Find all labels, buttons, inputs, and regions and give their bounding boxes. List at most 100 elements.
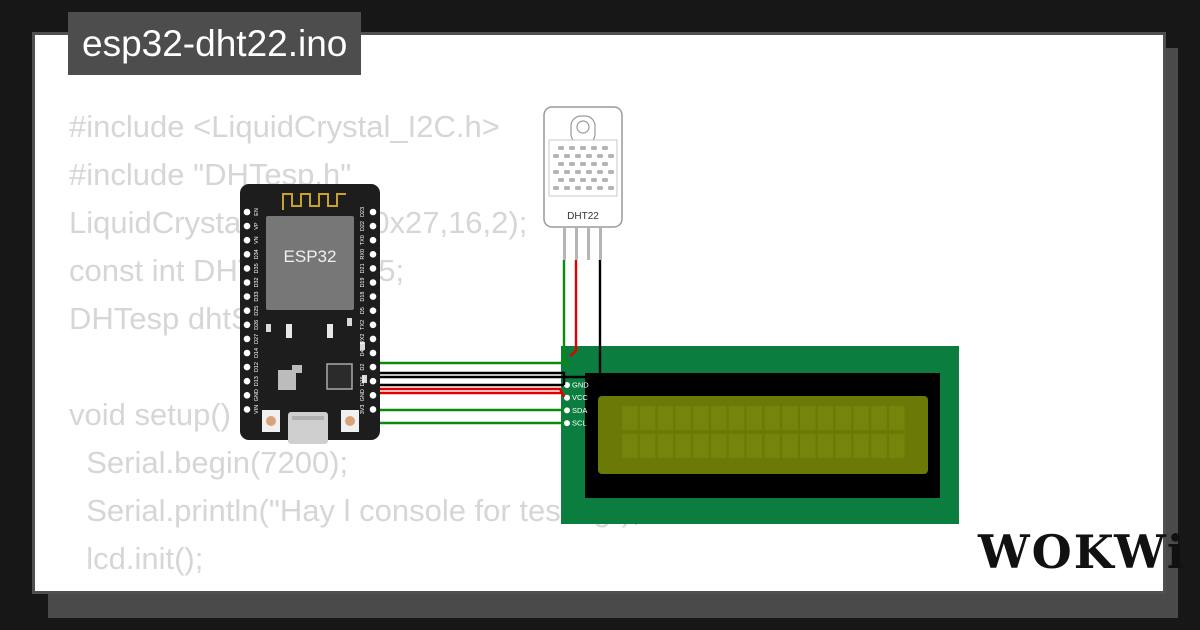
lcd-pin-gnd[interactable] xyxy=(564,382,570,388)
lcd-char-cell xyxy=(764,434,780,458)
esp32-pin-left[interactable] xyxy=(243,265,251,272)
lcd-char-cell xyxy=(746,406,763,430)
lcd-pin-vcc[interactable] xyxy=(564,394,570,401)
lcd-char-cell xyxy=(675,406,691,430)
esp32-pin-left[interactable] xyxy=(243,349,251,357)
esp32-pin-label: D19 xyxy=(360,277,366,287)
dht22-vent xyxy=(602,162,608,166)
lcd-char-cell xyxy=(835,434,852,458)
dht22-vent xyxy=(580,162,586,166)
esp32-pin-right[interactable] xyxy=(369,392,377,399)
lcd-char-cell xyxy=(817,434,834,458)
esp32-board[interactable]: ESP32 ENVPVND34D35D32D33D25D26D27D14D12D… xyxy=(240,184,380,444)
esp32-pin-left[interactable] xyxy=(243,377,251,385)
lcd-char-cell xyxy=(800,406,816,430)
esp32-pin-right[interactable] xyxy=(369,279,377,286)
esp32-pin-label: D14 xyxy=(254,348,260,358)
esp32-pin-left[interactable] xyxy=(243,236,251,244)
dht22-vent xyxy=(580,178,586,182)
esp32-pin-right[interactable] xyxy=(369,349,377,357)
esp32-pin-left[interactable] xyxy=(243,293,251,300)
lcd-char-cell xyxy=(782,434,798,458)
esp32-pin-right[interactable] xyxy=(369,222,377,230)
esp32-pin-right[interactable] xyxy=(369,335,377,343)
esp32-pin-label: D27 xyxy=(254,334,260,344)
smd-component xyxy=(347,318,352,326)
dht22-vent xyxy=(553,154,559,158)
esp32-pin-left[interactable] xyxy=(243,222,251,230)
lcd-pin-sda[interactable] xyxy=(564,407,570,414)
dht22-vent xyxy=(597,154,603,158)
esp32-pin-label: EN xyxy=(254,208,260,216)
dht22-vent xyxy=(575,170,581,174)
wokwi-logo: WOKWi xyxy=(978,525,1187,579)
wire-esp-gnd xyxy=(374,371,566,385)
lcd-char-cell xyxy=(871,434,887,458)
esp32-pin-label: D2 xyxy=(360,364,366,371)
dht22-sensor[interactable]: DHT22 xyxy=(543,106,623,260)
smd-component xyxy=(362,375,367,383)
esp32-pin-right[interactable] xyxy=(369,208,377,216)
smd-component xyxy=(266,324,271,332)
lcd-char-cell xyxy=(764,406,780,430)
esp32-pin-label: D33 xyxy=(254,292,260,302)
esp32-pin-right[interactable] xyxy=(369,307,377,315)
lcd-pin-label: SCL xyxy=(572,419,587,428)
lcd-char-cell xyxy=(871,406,887,430)
lcd-pin-scl[interactable] xyxy=(564,420,570,427)
code-line: Serial.begin(7200); xyxy=(69,445,349,480)
esp32-pin-right[interactable] xyxy=(369,321,377,329)
dht22-vent xyxy=(558,178,564,182)
dht22-vent xyxy=(558,162,564,166)
lcd-char-cell xyxy=(746,434,763,458)
esp32-pin-left[interactable] xyxy=(243,321,251,329)
esp32-pin-left[interactable] xyxy=(243,392,251,399)
lcd-char-cell xyxy=(782,406,798,430)
esp32-pin-label: GND xyxy=(360,389,366,401)
esp32-pin-right[interactable] xyxy=(369,377,377,385)
lcd-pin-label: VCC xyxy=(572,393,588,402)
lcd-char-cell xyxy=(728,434,745,458)
esp32-pin-label: D35 xyxy=(254,263,260,273)
esp32-pin-right[interactable] xyxy=(369,363,377,371)
code-line: lcd.init(); xyxy=(69,541,204,576)
esp32-pin-right[interactable] xyxy=(369,251,377,258)
esp32-pin-right[interactable] xyxy=(369,236,377,244)
lcd-char-cell xyxy=(622,434,638,458)
esp32-pin-left[interactable] xyxy=(243,335,251,343)
esp32-pin-label: GND xyxy=(254,389,260,401)
esp32-pin-left[interactable] xyxy=(243,279,251,286)
lcd-char-cell xyxy=(693,434,709,458)
esp32-pin-right[interactable] xyxy=(369,406,377,413)
esp32-pin-label: D25 xyxy=(254,306,260,316)
esp32-pin-left[interactable] xyxy=(243,406,251,413)
dht22-vent xyxy=(575,186,581,190)
esp32-pin-right[interactable] xyxy=(369,293,377,300)
lcd-char-cell xyxy=(675,434,691,458)
dht22-vent xyxy=(564,170,570,174)
esp32-pin-label: D26 xyxy=(254,320,260,330)
dht22-vent xyxy=(569,178,575,182)
lcd-char-cell xyxy=(639,434,656,458)
wires xyxy=(370,260,602,425)
lcd-pin-label: SDA xyxy=(572,406,587,415)
dht22-vent xyxy=(608,186,614,190)
lcd-char-cell xyxy=(622,406,638,430)
esp32-pin-left[interactable] xyxy=(243,251,251,258)
lcd-char-cell xyxy=(889,406,905,430)
esp32-pin-right[interactable] xyxy=(369,265,377,272)
dht22-vent xyxy=(564,154,570,158)
dht22-label: DHT22 xyxy=(567,211,599,222)
code-line: void setup() { xyxy=(69,397,250,432)
dht22-vent xyxy=(597,186,603,190)
code-line: lcd.backlight(); xyxy=(69,583,641,591)
wire-dht-vcc xyxy=(569,260,578,357)
esp32-pin-left[interactable] xyxy=(243,307,251,315)
esp32-pin-left[interactable] xyxy=(243,208,251,216)
esp32-pin-label: D22 xyxy=(360,221,366,231)
esp32-pin-label: D5 xyxy=(360,307,366,314)
esp32-pin-left[interactable] xyxy=(243,363,251,371)
esp32-pin-label: RX0 xyxy=(360,249,366,260)
